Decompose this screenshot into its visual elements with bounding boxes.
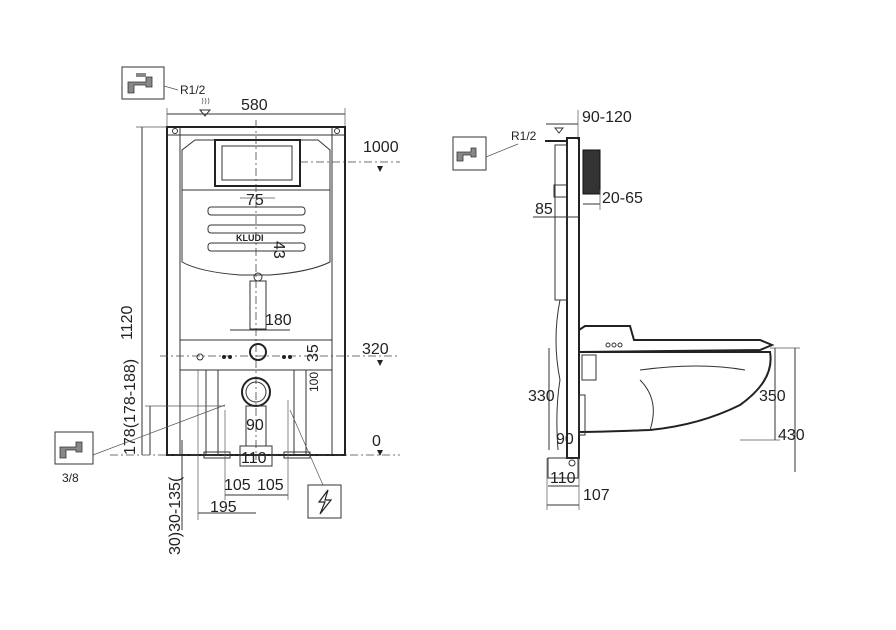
dimension-110: 110	[550, 470, 576, 487]
dimension-350: 350	[759, 388, 786, 405]
height-mark-1000: 1000	[363, 139, 399, 156]
flush-arrow-icon	[198, 97, 212, 117]
flush-height-dimension: 43	[270, 241, 287, 259]
bolt-spacing-dimension: 180	[265, 312, 292, 329]
water-tap-icon	[54, 404, 226, 465]
outlet-width-dimension: 110	[241, 450, 267, 467]
dimension-100: 100	[307, 372, 321, 392]
dimension-85: 85	[535, 201, 553, 218]
water-tap-icon	[452, 136, 519, 171]
supply-label: 3/8	[62, 471, 79, 485]
width-dimension: 580	[241, 97, 268, 114]
right-offset-dimension: 105	[257, 477, 284, 494]
wall-range-dimension: 20-65	[602, 190, 643, 207]
height-mark-320: 320	[362, 341, 389, 358]
electric-power-icon	[289, 409, 342, 519]
side-view: R1/2 90-120 20-65 85 330 350 430	[452, 109, 805, 510]
dimension-107: 107	[583, 487, 610, 504]
dimension-330: 330	[528, 388, 555, 405]
floor-mark-0: 0	[372, 433, 381, 450]
flush-offset-dimension: 75	[246, 192, 264, 209]
water-tap-icon	[121, 66, 179, 100]
dimension-35: 35	[305, 344, 322, 362]
drain-height-dimension: 178(178-188)	[122, 359, 139, 455]
frame-height-dimension: 1120	[119, 305, 136, 340]
water-inlet-label: R1/2	[180, 83, 206, 97]
brand-logo: KLUDI	[236, 233, 264, 243]
drain-width-dimension: 90	[246, 417, 264, 434]
left-offset-dimension: 105	[224, 477, 251, 494]
foot-adjust-dimension: 30)30-135(	[167, 476, 184, 555]
front-view: R1/2 580 KLUDI 75 43 1000	[54, 66, 400, 555]
dimension-90: 90	[556, 431, 574, 448]
depth-range-dimension: 90-120	[582, 109, 632, 126]
side-offset-dimension: 195	[210, 499, 237, 516]
dimension-430: 430	[778, 427, 805, 444]
side-water-inlet-label: R1/2	[511, 129, 537, 143]
